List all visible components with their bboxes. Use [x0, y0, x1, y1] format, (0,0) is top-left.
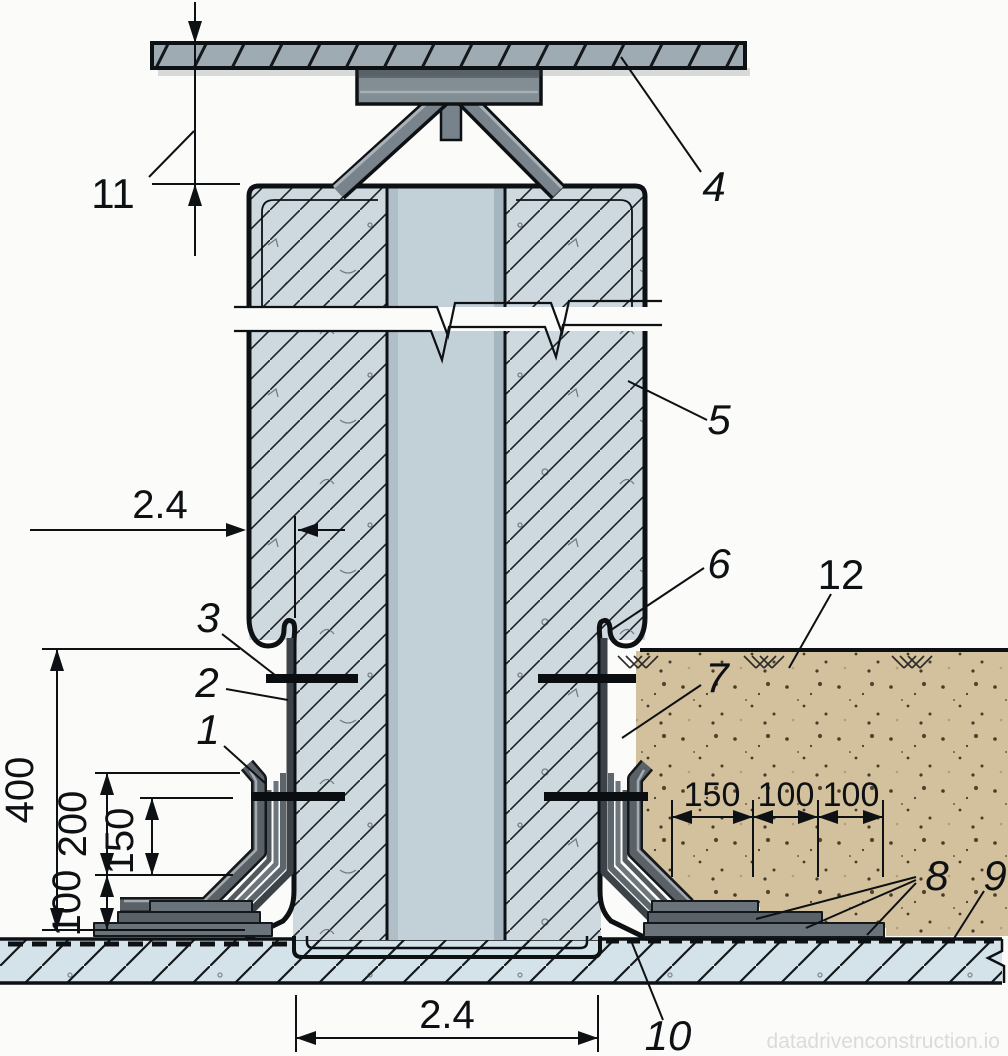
- callout-4: 4: [702, 163, 725, 210]
- leader-6: [610, 567, 705, 631]
- callout-8: 8: [925, 852, 949, 899]
- leader-11: [148, 130, 195, 178]
- leader-10: [629, 937, 664, 1021]
- support-structure: [331, 66, 566, 200]
- leader-12: [788, 593, 832, 669]
- soil-block: [617, 648, 1008, 936]
- callout-3: 3: [196, 594, 219, 641]
- column-outline: [244, 183, 650, 942]
- leader-2: [225, 688, 289, 701]
- dim-label-soil-100a: 100: [758, 776, 815, 814]
- callout-5: 5: [707, 396, 731, 443]
- leader-8: [755, 876, 917, 936]
- break-band: [234, 299, 662, 364]
- callout-11: 11: [91, 170, 135, 217]
- callout-7: 7: [705, 654, 730, 701]
- dim-label-100: 100: [45, 870, 89, 937]
- callout-9: 9: [983, 852, 1006, 899]
- dim-label-soil-100b: 100: [823, 776, 880, 814]
- dim-base-width: [295, 995, 599, 1052]
- break-edge-right: [985, 939, 1006, 983]
- callout-2: 2: [194, 659, 218, 706]
- annotations: [30, 2, 985, 1052]
- leader-4: [620, 56, 702, 173]
- dim-soil-steps: [671, 800, 884, 877]
- dim-label-soil-150: 150: [684, 776, 741, 814]
- leader-1: [223, 745, 266, 784]
- dim-label-150: 150: [98, 808, 142, 875]
- dim-label-base-width: 2.4: [419, 993, 475, 1037]
- callout-12: 12: [818, 551, 865, 598]
- socket-joint-inner: [305, 936, 589, 950]
- callout-6: 6: [707, 540, 731, 587]
- waterstop-bars: [251, 674, 648, 801]
- socket-joint-outer: [292, 936, 602, 959]
- labels: 1 2 3 4 5 6 7 8 9 10 11 12 2.4 2.4 400 2…: [0, 163, 1007, 1056]
- column-core: [387, 186, 505, 940]
- membrane-right: [600, 638, 994, 944]
- dim-left-stack: [42, 648, 245, 931]
- dim-label-200: 200: [51, 791, 95, 858]
- leader-3: [221, 633, 285, 683]
- top-slab: [150, 41, 750, 76]
- dim-label-wall-offset: 2.4: [132, 483, 188, 527]
- callout-1: 1: [196, 706, 219, 753]
- dim-gap-11: [148, 2, 240, 256]
- watermark: datadrivenconstruction.io: [767, 1030, 1000, 1053]
- dim-label-400: 400: [0, 757, 42, 824]
- foundation-slab: [0, 937, 1006, 985]
- callout-10: 10: [645, 1012, 692, 1056]
- dim-wall-offset: [30, 516, 345, 618]
- leader-5: [627, 380, 708, 421]
- leader-7: [621, 684, 702, 739]
- leader-9: [952, 890, 985, 941]
